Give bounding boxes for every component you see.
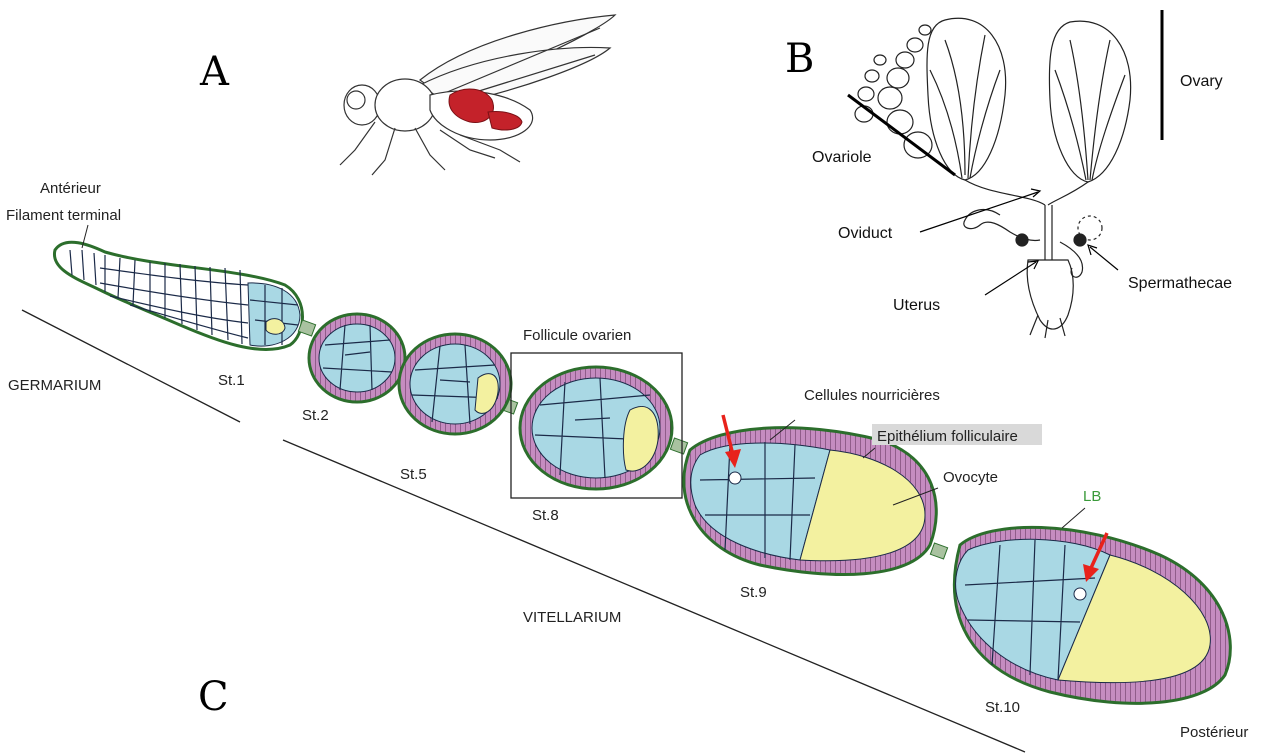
- label-lb: LB: [1083, 488, 1101, 505]
- panel-label-a: A: [199, 49, 230, 95]
- label-ovariole: Ovariole: [812, 149, 872, 166]
- panel-label-b: B: [785, 36, 814, 82]
- label-oviduct: Oviduct: [838, 225, 893, 242]
- label-follicle: Follicule ovarien: [523, 327, 631, 344]
- panel-label-c: C: [198, 674, 229, 720]
- label-stage-9: St.9: [740, 584, 767, 601]
- label-vitellarium: VITELLARIUM: [523, 609, 621, 626]
- label-uterus: Uterus: [893, 297, 940, 314]
- label-stage-1: St.1: [218, 372, 245, 389]
- label-spermathecae: Spermathecae: [1128, 275, 1232, 292]
- label-posterior: Postérieur: [1180, 724, 1248, 741]
- label-stage-10: St.10: [985, 699, 1020, 716]
- label-germarium: GERMARIUM: [8, 377, 101, 394]
- label-follicular-epithelium: Epithélium folliculaire: [877, 428, 1018, 445]
- follicle-st9: [684, 428, 936, 575]
- follicle-st8: [520, 367, 672, 489]
- label-nurse-cells: Cellules nourricières: [804, 387, 940, 404]
- label-oocyte: Ovocyte: [943, 469, 998, 486]
- follicle-st2: [309, 314, 405, 402]
- label-anterior: Antérieur: [40, 180, 101, 197]
- lb-pointer: [1062, 508, 1085, 528]
- germarium: [54, 242, 302, 349]
- follicle-st5: [399, 334, 511, 434]
- label-stage-5: St.5: [400, 466, 427, 483]
- label-stage-8: St.8: [532, 507, 559, 524]
- follicle-st10: [954, 527, 1230, 703]
- label-ovary: Ovary: [1180, 73, 1223, 90]
- label-stage-2: St.2: [302, 407, 329, 424]
- label-terminal-filament: Filament terminal: [6, 207, 121, 224]
